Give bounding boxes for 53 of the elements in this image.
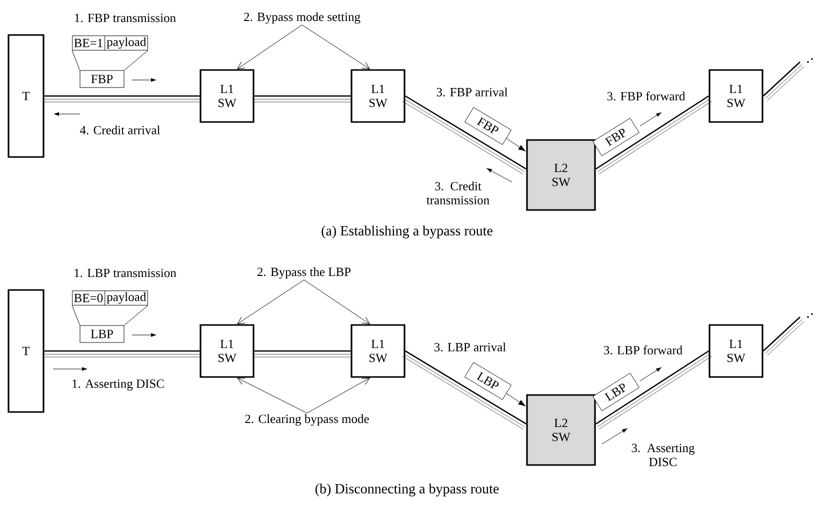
arrow [506,393,526,406]
switch-box: L2 SW [526,139,596,211]
step-label: 3. FBP arrival [436,88,508,96]
link-line [44,95,200,102]
link-line [595,95,712,174]
figure-caption: (b) Disconnecting a bypass route [315,484,499,496]
packet-box: FBP [464,107,512,145]
step-label: 4. Credit arrival [80,126,160,134]
link-line [762,316,804,356]
switch-box: L1 SW [200,324,254,378]
link-line [44,350,200,358]
packet-box: LBP [592,372,640,412]
arrow [506,138,526,152]
step-label: 2. Clearing bypass mode [245,414,369,426]
link-line [402,95,527,174]
packet-box: LBP [464,362,512,400]
link-line [254,350,351,358]
step-label: 3. LBP forward [604,346,682,354]
link-line [254,95,351,102]
switch-box: L1 SW [708,324,764,378]
switch-box: L1 SW [350,324,406,378]
terminal-box: T [8,34,44,158]
expansion-lines [72,305,148,326]
link-line [762,62,804,101]
step-label: 1. LBP transmission [74,268,176,278]
leader-line [304,280,370,324]
terminal-box: T [8,289,44,413]
link-line [595,350,712,430]
step-label: 2. Bypass mode setting [244,12,360,24]
figure-caption: (a) Establishing a bypass route [322,226,492,238]
step-label: 1. Asserting DISC [72,380,164,390]
switch-box: L1 SW [200,69,254,123]
switch-box: L1 SW [708,69,764,123]
packet-box: LBP [80,325,124,343]
leader-line [237,378,308,414]
step-label: 3. LBP arrival [434,342,506,352]
link-line [402,350,527,430]
step-label: 2. Bypass the LBP [258,267,351,279]
step-label: 3. Asserting DISC [632,444,695,466]
switch-box: L2 SW [526,394,596,466]
packet-box: FBP [80,70,124,88]
leader-line [306,378,370,414]
leader-line [302,24,370,70]
packet-format-box: BE=1 payload [72,36,148,50]
leader-line [237,24,302,70]
switch-box: L1 SW [350,69,406,123]
step-label: 3. Credit transmission [426,182,490,204]
step-label: 1. FBP transmission [75,14,176,22]
step-label: 3. FBP forward [607,92,686,100]
packet-box: FBP [592,118,640,156]
leader-line [237,280,304,324]
expansion-lines [72,50,148,70]
packet-format-box: BE=0 payload [72,290,148,306]
